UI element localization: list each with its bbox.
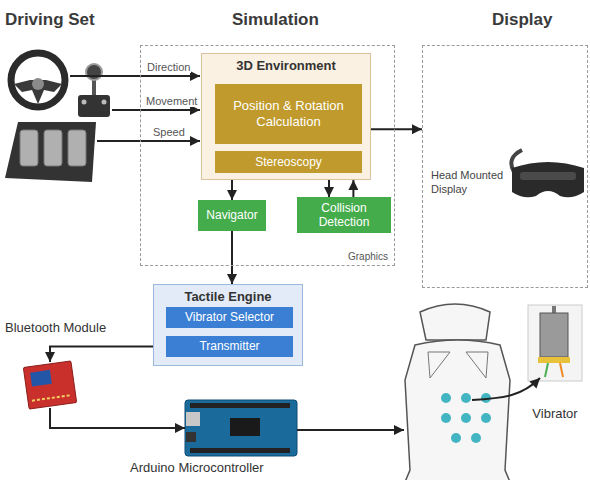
engine-box: Tactile EngineVibrator SelectorTransmitt… — [153, 284, 303, 366]
bluetooth-module: Bluetooth Module — [25, 362, 75, 408]
column-heading: Display — [492, 10, 552, 30]
seat — [405, 304, 510, 480]
environment-box: 3D EnvironmentPosition & Rotation Calcul… — [201, 53, 371, 180]
arduino-board: Arduino Microcontroller — [185, 400, 297, 456]
vibrator-motor — [528, 305, 582, 381]
vibrator-motor: Vibrator — [528, 305, 582, 381]
node-text: Tactile Engine — [154, 289, 302, 304]
bluetooth-board — [23, 361, 76, 409]
steering-wheel — [11, 53, 65, 107]
node-text: Position & Rotation Calculation — [221, 98, 356, 129]
connector-arrow — [231, 180, 233, 200]
process-box: Position & Rotation Calculation — [215, 84, 362, 144]
node-text: Stereoscopy — [255, 155, 322, 169]
process-box: Transmitter — [166, 336, 293, 357]
arduino-to-seat-arrow — [297, 429, 404, 431]
connector-arrow — [231, 231, 233, 284]
connector-arrow — [352, 180, 354, 197]
hmd-icon — [511, 150, 584, 197]
column-heading: Driving Set — [5, 10, 95, 30]
node-text: Transmitter — [199, 339, 259, 353]
node-text: Navigator — [206, 208, 257, 222]
input-arrows — [70, 76, 200, 141]
node-text: 3D Environment — [202, 58, 370, 73]
display-region: Head Mounted Display — [422, 45, 588, 288]
connector-arrow — [50, 347, 166, 363]
connector-arrow — [50, 408, 185, 428]
node-text: Graphics — [348, 251, 388, 262]
connector-arrow — [371, 128, 422, 130]
seat-to-vibrator-arrow — [472, 378, 540, 400]
node-text: Collision Detection — [303, 201, 385, 230]
node-text: Vibrator Selector — [185, 310, 274, 324]
signal-label: Direction — [146, 61, 191, 73]
pedal-set — [5, 122, 96, 182]
node-text: Arduino Microcontroller — [130, 460, 264, 475]
connector-arrow — [328, 180, 330, 197]
gear-shifter — [78, 64, 110, 117]
module-box: Navigator — [198, 200, 266, 231]
module-box: Collision Detection — [297, 197, 391, 233]
simulation-region: Graphics 3D EnvironmentPosition & Rotatio… — [140, 45, 395, 266]
signal-label: Movement — [145, 95, 198, 107]
node-text: Head Mounted Display — [431, 169, 513, 197]
signal-label: Speed — [152, 126, 186, 138]
node-text: Vibrator — [518, 406, 590, 421]
node-text: Bluetooth Module — [5, 320, 106, 335]
arduino-board — [185, 400, 297, 456]
process-box: Vibrator Selector — [166, 307, 293, 328]
column-heading: Simulation — [232, 10, 319, 30]
process-box: Stereoscopy — [215, 151, 362, 173]
